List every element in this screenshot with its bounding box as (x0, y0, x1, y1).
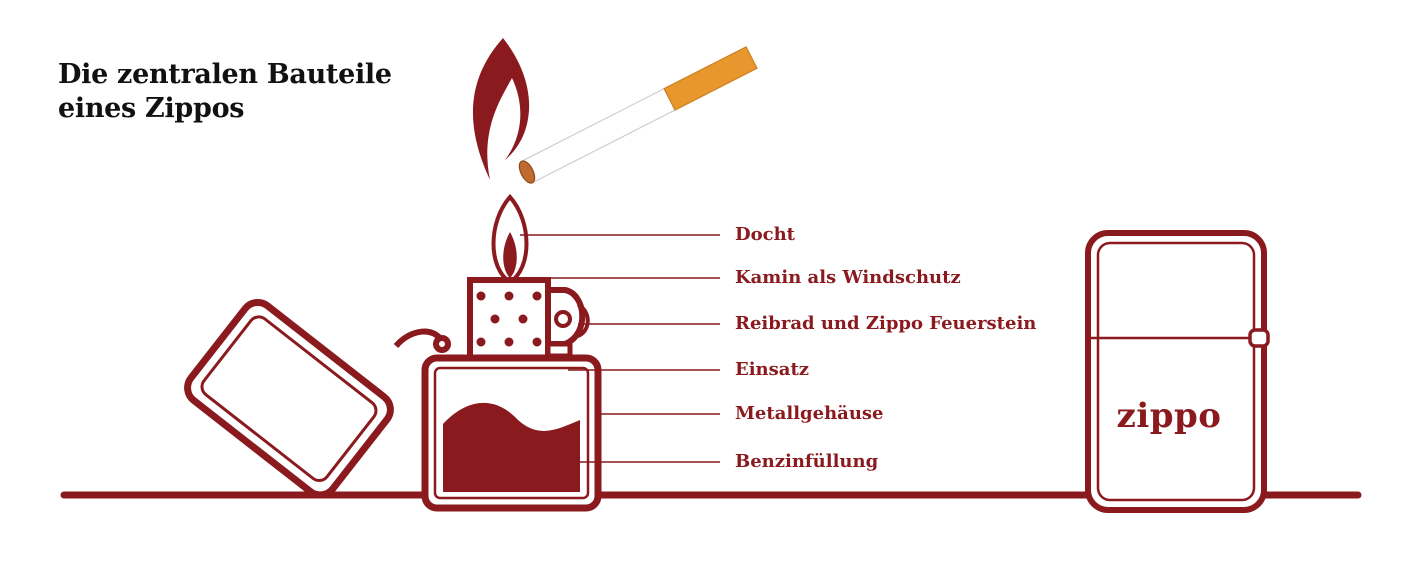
flint-wheel-icon (545, 287, 590, 347)
label-gehaeuse: Metallgehäuse (735, 403, 884, 424)
fuel-fill (443, 402, 580, 492)
page-title-line-2: eines Zippos (58, 93, 245, 124)
leader-lines (520, 234, 720, 463)
flame-icon (491, 193, 529, 285)
hinge-icon (393, 328, 451, 353)
label-reibrad: Reibrad und Zippo Feuerstein (735, 313, 1037, 334)
insert-cam (545, 341, 573, 359)
page-title-line-1: Die zentralen Bauteile (58, 59, 392, 90)
brand-logo-text: zippo (1116, 396, 1222, 436)
lighter-lid (184, 298, 394, 499)
label-einsatz: Einsatz (735, 359, 809, 380)
chimney (467, 277, 551, 361)
cigarette-icon (518, 46, 758, 184)
smoke-icon (472, 38, 530, 180)
label-benzin: Benzinfüllung (735, 451, 879, 472)
label-docht: Docht (735, 224, 795, 245)
label-kamin: Kamin als Windschutz (735, 267, 961, 288)
closed-lighter (1085, 230, 1270, 513)
page-title: Die zentralen Bauteile eines Zippos (58, 58, 392, 126)
hinge-knob-icon (1248, 328, 1270, 348)
